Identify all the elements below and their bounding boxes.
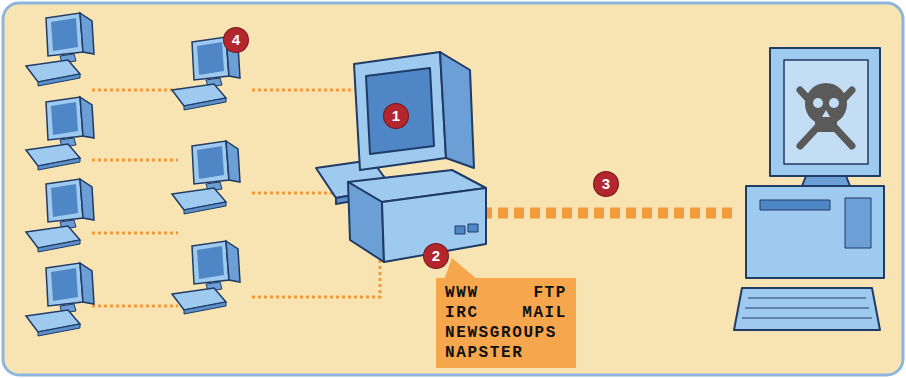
network-wires-part <box>252 240 380 297</box>
client-computers-part <box>172 241 240 314</box>
network-wires-part <box>92 232 178 235</box>
client-computers-part <box>26 263 94 336</box>
network-wires-part <box>92 305 178 308</box>
attack-link <box>482 208 735 219</box>
server-computer-part <box>348 182 384 262</box>
callout-number: 1 <box>384 104 408 128</box>
label-pointer <box>444 258 478 280</box>
attacker-computer-part-part <box>748 298 866 299</box>
network-wires-part <box>92 159 178 162</box>
server-computer <box>316 52 486 262</box>
server-computer-part <box>354 52 446 170</box>
server-computer-part <box>468 224 478 232</box>
attacker-computer-part <box>746 186 884 278</box>
server-computer-part <box>366 68 434 154</box>
network-wires-part <box>252 89 372 92</box>
attacker-computer <box>734 48 884 330</box>
skull-icon-part <box>822 110 830 117</box>
attacker-computer-part <box>784 60 868 164</box>
attacker-computer-part <box>770 48 880 176</box>
panel <box>3 3 903 375</box>
skull-icon <box>800 83 852 146</box>
client-computers-part <box>172 141 240 214</box>
network-wires-part <box>92 89 178 92</box>
skull-icon-part <box>815 116 837 132</box>
service-list: WWW FTP IRC MAIL NEWSGROUPS NAPSTER <box>445 283 567 363</box>
client-computers-part <box>26 97 94 170</box>
callout-number: 4 <box>224 28 248 52</box>
skull-icon-part <box>813 98 823 108</box>
attacker-computer-part <box>742 298 872 318</box>
attacker-computer-part <box>734 288 880 330</box>
attacker-computer-part <box>845 198 871 248</box>
skull-icon-part <box>829 98 839 108</box>
attacker-computer-part-part <box>742 318 872 319</box>
callout-number: 2 <box>424 244 448 268</box>
server-computer-part <box>440 52 474 168</box>
attacker-computer-part <box>760 200 830 210</box>
attacker-computer-part <box>802 176 850 186</box>
service-label-box: WWW FTP IRC MAIL NEWSGROUPS NAPSTER <box>436 278 576 368</box>
server-computer-part <box>455 226 465 234</box>
client-computers <box>26 13 240 336</box>
callout-number: 3 <box>594 172 618 196</box>
attacker-computer-part-part <box>745 308 869 309</box>
client-computers-part <box>26 179 94 252</box>
client-computers-part <box>26 13 94 86</box>
